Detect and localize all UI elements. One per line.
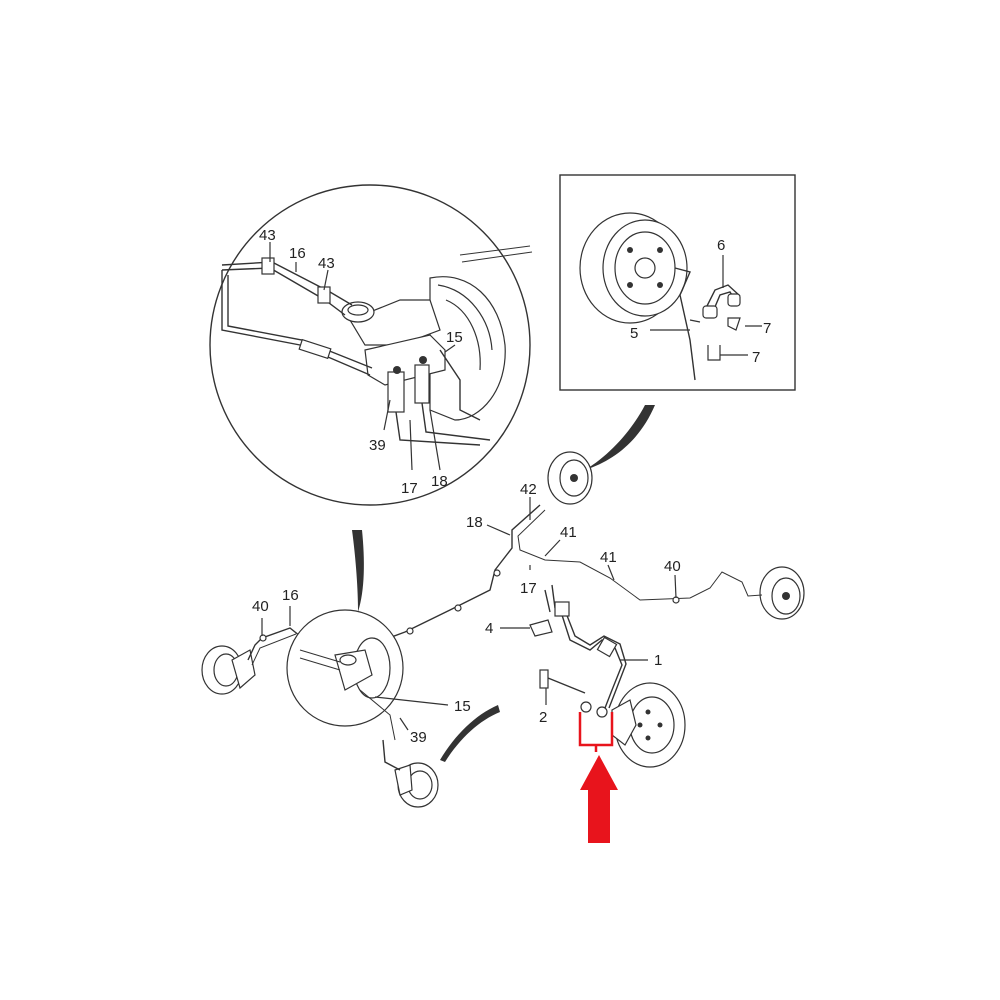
detail-pointer-master xyxy=(352,530,364,612)
callout-17: 17 xyxy=(401,480,418,497)
main-assembly: 42 18 41 41 40 17 4 1 40 16 15 39 2 xyxy=(201,451,805,808)
callout-1: 1 xyxy=(654,652,662,669)
callout-40-left: 40 xyxy=(252,598,269,615)
callout-7-upper: 7 xyxy=(763,320,771,337)
callout-7-lower: 7 xyxy=(752,349,760,366)
callout-40-right: 40 xyxy=(664,558,681,575)
callout-41-a: 41 xyxy=(560,524,577,541)
highlight-arrow xyxy=(580,755,618,843)
detail-pointer-front xyxy=(440,705,500,762)
highlight-bracket xyxy=(578,712,614,752)
callout-17-main: 17 xyxy=(520,580,537,597)
callout-39: 39 xyxy=(369,437,386,454)
callout-43-left: 43 xyxy=(259,227,276,244)
callout-16-main: 16 xyxy=(282,587,299,604)
callout-15: 15 xyxy=(446,329,463,346)
callout-42: 42 xyxy=(520,481,537,498)
callout-18-main: 18 xyxy=(466,514,483,531)
callout-39-main: 39 xyxy=(410,729,427,746)
callout-2: 2 xyxy=(539,709,547,726)
callout-16: 16 xyxy=(289,245,306,262)
callout-43-right: 43 xyxy=(318,255,335,272)
master-cylinder-detail: 43 16 43 15 39 17 18 xyxy=(209,184,533,506)
callout-41-b: 41 xyxy=(600,549,617,566)
detail-pointer-drum xyxy=(585,405,655,470)
callout-4: 4 xyxy=(485,620,493,637)
callout-5: 5 xyxy=(630,325,638,342)
highlight-marker xyxy=(578,712,618,843)
callout-18: 18 xyxy=(431,473,448,490)
callout-6: 6 xyxy=(717,237,725,254)
callout-15-main: 15 xyxy=(454,698,471,715)
drum-brake-detail: 6 5 7 7 xyxy=(559,174,796,391)
